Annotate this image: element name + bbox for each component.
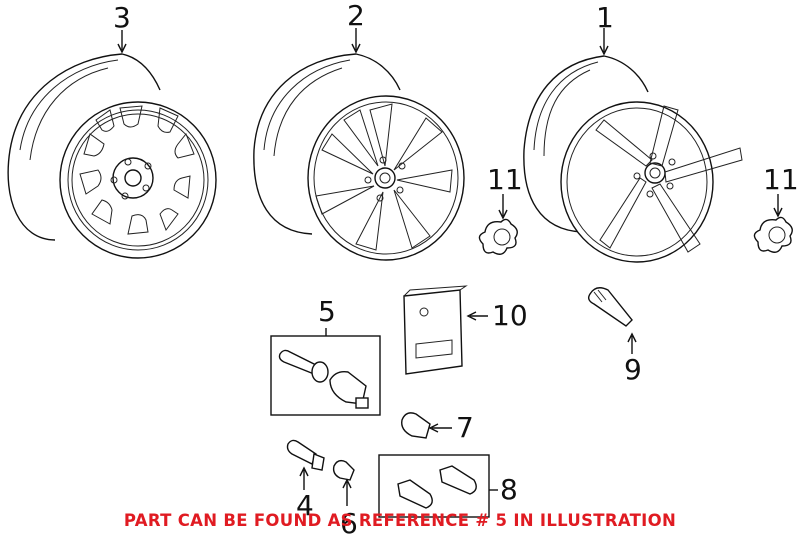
callout-1: 1 [596,1,614,34]
center-cap-11b-illustration [753,216,793,253]
bolt-cap-tool-set-box [378,454,490,518]
locking-bolt-set-illustration [278,349,369,409]
callout-10: 10 [492,299,528,332]
callout-2: 2 [347,0,365,32]
callout-8: 8 [500,473,518,506]
wheel-bolt-illustration [286,439,325,471]
callout-4: 4 [296,489,314,522]
callout-11a: 11 [487,163,523,196]
leader-lines [117,28,783,506]
bolt-cap-6-illustration [332,459,355,481]
callout-9: 9 [624,353,642,386]
wheel-2-illustration [253,53,465,261]
bolt-cap-tools-illustration [397,465,477,509]
wheel-3-illustration [7,53,217,259]
wheel-1-illustration [523,55,743,263]
center-cap-11a-illustration [478,218,518,255]
callout-7: 7 [456,411,474,444]
callout-6: 6 [340,507,358,540]
reference-notice: PART CAN BE FOUND AS REFERENCE # 5 IN IL… [123,511,677,530]
bolt-cap-7-illustration [401,412,431,439]
lock-bolt-kit-package-illustration [403,285,468,375]
valve-stem-illustration [587,287,633,327]
callout-11b: 11 [763,163,799,196]
callout-5: 5 [318,295,336,328]
callout-3: 3 [113,1,131,34]
